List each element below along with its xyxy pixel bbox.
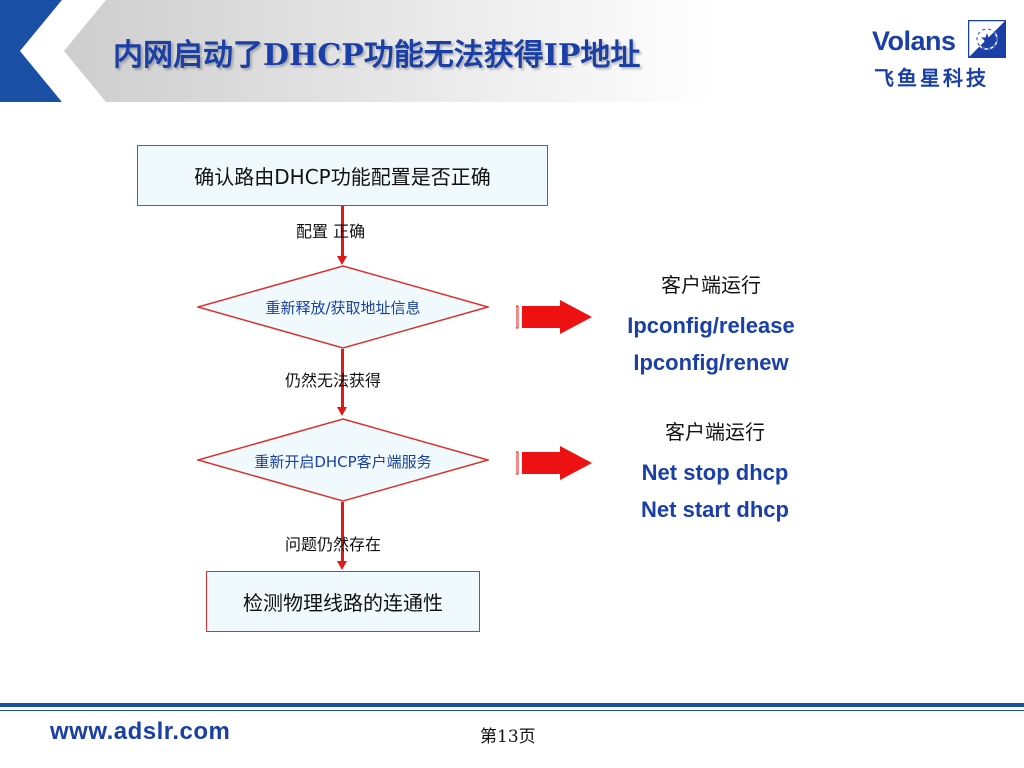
flow-arrowhead-2 <box>337 407 347 416</box>
logo-emblem-icon <box>968 20 1006 58</box>
edge-label-still-failing: 仍然无法获得 <box>285 371 382 390</box>
edge-label-problem-persists: 问题仍然存在 <box>285 535 382 554</box>
side-note-dhcp-service: 客户端运行 Net stop dhcp Net start dhcp <box>605 417 825 528</box>
flow-end-box: 检测物理线路的连通性 <box>206 571 480 632</box>
side-note-heading: 客户端运行 <box>661 273 761 297</box>
header-background <box>0 0 1024 102</box>
flow-start-box: 确认路由DHCP功能配置是否正确 <box>137 145 548 206</box>
slide-title: 内网启动了DHCP功能无法获得IP地址 <box>113 38 641 73</box>
flow-decision-2: 重新开启DHCP客户端服务 <box>197 418 489 502</box>
footer-rule-thick <box>0 703 1024 707</box>
flow-connector-3 <box>341 502 344 562</box>
block-arrow-right-icon <box>516 300 592 334</box>
command-release: Ipconfig/release <box>627 313 795 338</box>
page-number: 第13页 <box>480 727 536 747</box>
command-renew: Ipconfig/renew <box>633 350 789 375</box>
flow-connector-1 <box>341 206 344 257</box>
decision-2-label: 重新开启DHCP客户端服务 <box>254 453 432 471</box>
command-start-dhcp: Net start dhcp <box>641 497 789 522</box>
footer-rule-thin <box>0 710 1024 711</box>
logo-brand-en: Volans <box>872 26 956 56</box>
flow-decision-1: 重新释放/获取地址信息 <box>197 265 489 349</box>
command-stop-dhcp: Net stop dhcp <box>641 460 789 485</box>
block-arrow-right-icon <box>516 446 592 480</box>
header-chevron-graphic <box>0 0 106 102</box>
decision-2-shape <box>197 418 489 502</box>
decision-1-label: 重新释放/获取地址信息 <box>265 299 421 317</box>
side-note-heading: 客户端运行 <box>665 420 765 444</box>
footer-website: www.adslr.com <box>50 718 231 745</box>
logo-brand-cn: 飞鱼星科技 <box>874 66 989 90</box>
slide-header: 内网启动了DHCP功能无法获得IP地址 Volans 飞鱼星科技 <box>0 0 1024 105</box>
flow-arrowhead-3 <box>337 561 347 570</box>
side-note-release-renew: 客户端运行 Ipconfig/release Ipconfig/renew <box>601 270 821 381</box>
edge-label-configured-ok: 配置 正确 <box>296 222 366 241</box>
flow-arrowhead-1 <box>337 256 347 265</box>
company-logo: Volans 飞鱼星科技 <box>870 18 1010 90</box>
flow-connector-2 <box>341 349 344 409</box>
decision-1-shape <box>197 265 489 349</box>
